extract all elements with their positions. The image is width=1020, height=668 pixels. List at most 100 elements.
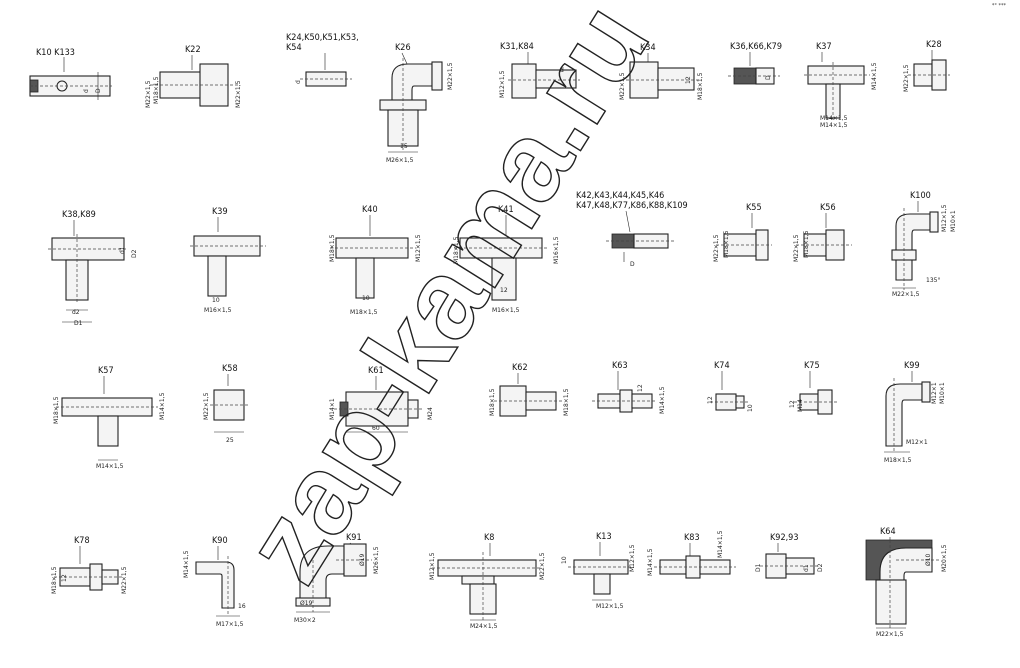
part-k91: K91 Ø19 M26×1,5 Ø19 M30×2 bbox=[294, 533, 380, 624]
part-k62: K62 M18×1,5 M18×1,5 bbox=[489, 363, 570, 417]
dim-label: M22×1,5 bbox=[539, 552, 546, 580]
dim-label: 10 bbox=[747, 404, 754, 412]
part-k42: K42,K43,K44,K45,K46 K47,K48,K77,K86,K88,… bbox=[576, 191, 688, 268]
part-k78: K78 M18×1,5 12 M22×1,5 bbox=[51, 536, 128, 594]
dim-label: M18×1,5 bbox=[803, 230, 810, 258]
dim-label: M18×1,5 bbox=[153, 76, 160, 104]
dim-label: M22×1,5 bbox=[793, 234, 800, 262]
part-label: K37 bbox=[816, 42, 832, 52]
part-label: K39 bbox=[212, 207, 228, 217]
part-label: K56 bbox=[820, 203, 836, 213]
dim-label: M14×1,5 bbox=[820, 122, 848, 129]
part-label: K38,K89 bbox=[62, 210, 96, 220]
dim-label: M10×1 bbox=[939, 382, 946, 404]
dim-label: D2 bbox=[131, 249, 138, 258]
dim-label: M12×1,5 bbox=[941, 204, 948, 232]
corner-note: *° *** bbox=[991, 3, 1006, 9]
part-k56: K56 M22×1,5 M18×1,5 bbox=[793, 203, 852, 262]
dim-label: d bbox=[295, 80, 302, 84]
part-label: K91 bbox=[346, 533, 362, 543]
part-k39: K39 10 M16×1,5 bbox=[190, 207, 266, 314]
dim-label: Ø10 bbox=[925, 553, 932, 566]
dim-label: M12×1,5 bbox=[629, 544, 636, 572]
dim-label: M22×1,5 bbox=[713, 234, 720, 262]
dim-label: D bbox=[765, 75, 772, 80]
dim-label: M18×1,5 bbox=[697, 72, 704, 100]
dim-label: 12 bbox=[61, 574, 68, 582]
part-k75: K75 12 M14 bbox=[789, 361, 838, 415]
dim-label: M16×1,5 bbox=[492, 307, 520, 314]
part-label: K8 bbox=[484, 533, 494, 543]
part-label: K36,K66,K79 bbox=[730, 42, 782, 52]
part-k8: K8 M12×1,5 M22×1,5 M24×1,5 bbox=[429, 533, 546, 630]
dim-label: M12×1,5 bbox=[499, 70, 506, 98]
part-label: K10 K133 bbox=[36, 48, 75, 58]
part-k41: K41 M18×1,5 M16×1,5 12 M16×1,5 bbox=[453, 205, 560, 314]
dim-label: M22×1,5 bbox=[203, 392, 210, 420]
dim-label: M22×1,5 bbox=[145, 80, 152, 108]
dim-label: M22×1,5 bbox=[876, 631, 904, 638]
part-k57: K57 M18×1,5 M14×1,5 M14×1,5 bbox=[53, 366, 166, 470]
part-label: K63 bbox=[612, 361, 628, 371]
dim-label: M14×1,5 bbox=[871, 62, 878, 90]
part-label: K31,K84 bbox=[500, 42, 534, 52]
part-label: K62 bbox=[512, 363, 528, 373]
dim-label: D bbox=[630, 261, 635, 268]
part-label: K26 bbox=[395, 43, 411, 53]
part-label: K57 bbox=[98, 366, 114, 376]
dim-label: M12×1,5 bbox=[429, 552, 436, 580]
dim-label: M14×1,5 bbox=[820, 115, 848, 122]
dim-label: M12×1 bbox=[931, 382, 938, 404]
part-label: K92,93 bbox=[770, 533, 798, 543]
part-k26: K26 M22×1,5 15 M26×1,5 bbox=[379, 43, 454, 164]
part-label: K28 bbox=[926, 40, 942, 50]
dim-label: 60 bbox=[372, 425, 380, 432]
part-k100: K100 M12×1,5 M10×1 135° M22×1,5 bbox=[891, 191, 957, 298]
part-k83: K83 M14×1,5 M14×1,5 bbox=[647, 530, 736, 579]
dim-label: 12 bbox=[500, 287, 508, 294]
part-k24: K24,K50,K51,K53, K54 d bbox=[286, 33, 359, 87]
dim-label: d bbox=[560, 67, 564, 74]
part-label: K13 bbox=[596, 532, 612, 542]
dim-label: Ø19 bbox=[359, 553, 366, 566]
part-k31: K31,K84 M12×1,5 d bbox=[499, 42, 580, 99]
part-k55: K55 M22×1,5 M18×1,5 bbox=[713, 203, 772, 262]
dim-label: M18×1,5 bbox=[329, 234, 336, 262]
dim-label: 12 bbox=[707, 396, 714, 404]
part-k36: K36,K66,K79 D bbox=[728, 42, 782, 85]
dim-label: M22×1,5 bbox=[619, 72, 626, 100]
dim-label: M18×1,5 bbox=[489, 388, 496, 416]
part-k34: K34 M22×1,5 M18×1,5 12 bbox=[619, 43, 704, 100]
dim-label: M14×1,5 bbox=[717, 530, 724, 558]
dim-label: M18×1,5 bbox=[53, 396, 60, 424]
part-label: K78 bbox=[74, 536, 90, 546]
part-label: K22 bbox=[185, 45, 201, 55]
part-k58: K58 M22×1,5 25 bbox=[203, 364, 248, 444]
dim-label: D1 bbox=[755, 563, 762, 572]
dim-label: d bbox=[83, 89, 90, 93]
dim-label: M18×1,5 bbox=[884, 457, 912, 464]
part-label: K41 bbox=[498, 205, 514, 215]
dim-label: M30×2 bbox=[294, 617, 316, 624]
part-k74: K74 12 10 bbox=[707, 361, 754, 412]
part-label: K24,K50,K51,K53, bbox=[286, 33, 359, 43]
part-label: K42,K43,K44,K45,K46 bbox=[576, 191, 664, 201]
dim-label: M12×1 bbox=[906, 439, 928, 446]
dim-label: M22×1,5 bbox=[235, 80, 242, 108]
dim-label: 10 bbox=[212, 297, 220, 304]
part-k92: K92,93 D1 d1 D2 bbox=[755, 533, 824, 579]
part-k37: K37 M14×1,5 M14×1,5 M14×1,5 bbox=[804, 42, 878, 129]
part-label: K75 bbox=[804, 361, 820, 371]
part-k10: K10 K133 D d bbox=[29, 48, 112, 100]
part-label: K100 bbox=[910, 191, 931, 201]
part-k90: K90 M14×1,5 16 M17×1,5 bbox=[183, 536, 246, 628]
dim-label: M10×1 bbox=[950, 210, 957, 232]
part-label: K58 bbox=[222, 364, 238, 374]
part-label: K54 bbox=[286, 43, 302, 53]
part-label: K47,K48,K77,K86,K88,K109 bbox=[576, 201, 688, 211]
part-label: K61 bbox=[368, 366, 384, 376]
dim-label: M22×1,5 bbox=[892, 291, 920, 298]
dim-label: M16×1,5 bbox=[553, 236, 560, 264]
part-k63: K63 12 M14×1,5 bbox=[592, 361, 666, 414]
dim-label: M22×1,5 bbox=[903, 64, 910, 92]
